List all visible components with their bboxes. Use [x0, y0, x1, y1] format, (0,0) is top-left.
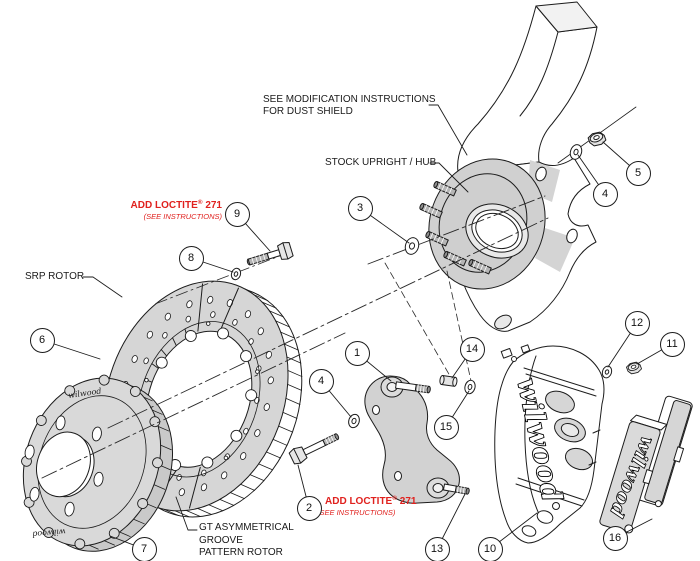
callout-10: 10	[477, 536, 503, 561]
nut-item11	[626, 361, 642, 375]
callout-14: 14	[459, 336, 485, 362]
callout-4-middle: 4	[308, 368, 334, 394]
loctite-upper-subnote: (SEE INSTRUCTIONS)	[143, 211, 222, 221]
washer-item12	[601, 365, 613, 379]
dust-shield-note: SEE MODIFICATION INSTRUCTIONS FOR DUST S…	[263, 94, 436, 117]
bracket-stud-lower	[442, 483, 470, 495]
srp-rotor-label: SRP ROTOR	[25, 271, 85, 282]
callout-7: 7	[131, 536, 157, 561]
loctite-note-lower: ADD LOCTITE® 271 (SEE INSTRUCTIONS)	[317, 493, 427, 517]
gt-rotor-label: GT ASYMMETRICAL GROOVE PATTERN ROTOR	[199, 522, 294, 558]
callout-3: 3	[347, 195, 373, 221]
callout-16: 16	[602, 525, 628, 551]
washer-item15	[464, 379, 476, 395]
dust-shield-note-line2: FOR DUST SHIELD	[263, 105, 353, 117]
washer-item3	[404, 237, 420, 255]
bolt-item2	[288, 433, 340, 465]
loctite-note-upper: ADD LOCTITE® 271 (SEE INSTRUCTIONS)	[118, 197, 222, 221]
callout-4-upper: 4	[592, 181, 618, 207]
washer-item4-middle	[348, 413, 360, 429]
callout-15: 15	[433, 414, 459, 440]
callout-11: 11	[659, 331, 685, 357]
assembly-axis-lines	[41, 195, 549, 479]
hub-assembly	[419, 158, 546, 290]
callout-6: 6	[29, 327, 55, 353]
loctite-upper-title: ADD LOCTITE® 271	[130, 199, 222, 211]
wheel-studs	[419, 180, 492, 275]
callout-2: 2	[296, 495, 322, 521]
brake-pads: wilwood	[599, 395, 693, 534]
callout-1: 1	[344, 340, 370, 366]
loctite-lower-title: ADD LOCTITE® 271	[325, 495, 417, 507]
caliper-bracket	[288, 375, 476, 504]
stock-upright-label: STOCK UPRIGHT / HUB	[325, 157, 437, 168]
callout-9: 9	[224, 201, 250, 227]
srp-rotor	[103, 280, 303, 518]
callout-13: 13	[424, 536, 450, 561]
callout-5: 5	[625, 160, 651, 186]
callout-12: 12	[624, 310, 650, 336]
rotor-hat: wilwood wilwood	[21, 374, 174, 552]
washer-item8	[230, 267, 242, 281]
bracket-stud-upper	[395, 381, 431, 394]
loctite-lower-subnote: (SEE INSTRUCTIONS)	[317, 507, 396, 517]
spacer-item14	[439, 375, 458, 387]
bolt-item9	[246, 241, 294, 266]
nut-item5	[587, 131, 607, 147]
dust-shield-note-line1: SEE MODIFICATION INSTRUCTIONS	[263, 94, 436, 105]
callout-8: 8	[178, 245, 204, 271]
hat-brand-script-bottom: wilwood	[32, 527, 66, 539]
wilwood-caliper: wilwood	[494, 344, 605, 544]
